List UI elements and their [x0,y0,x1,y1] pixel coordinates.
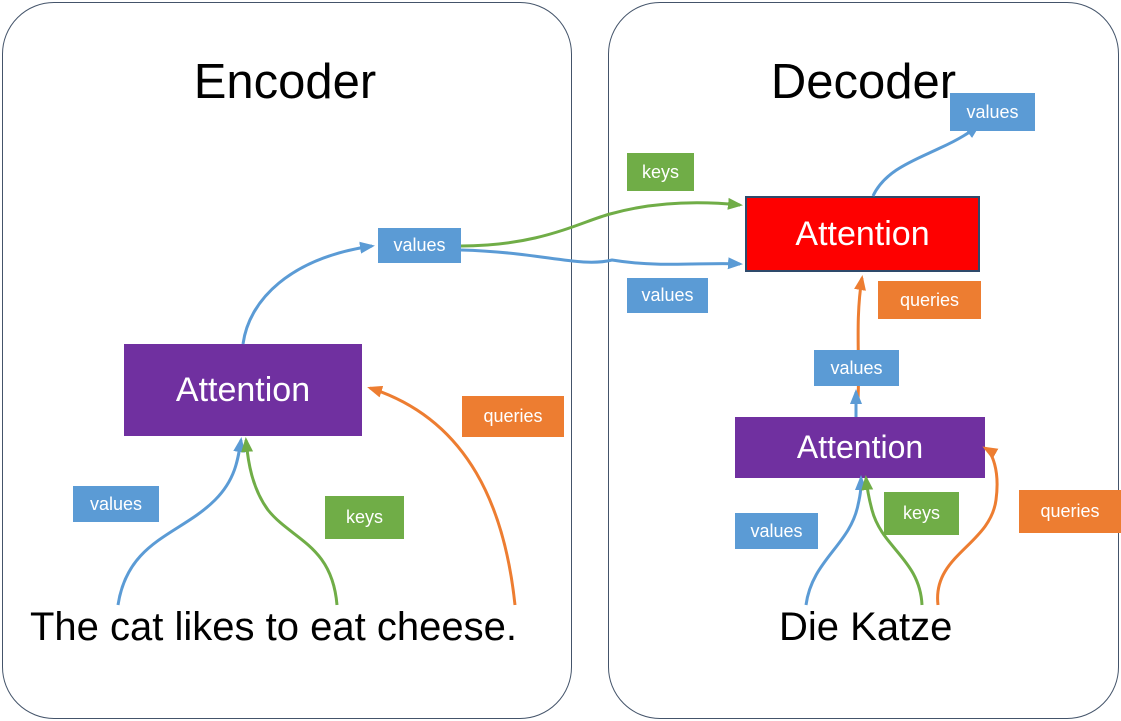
tag-label: values [966,101,1019,122]
encoder-title: Encoder [193,55,377,109]
decoder-target-sentence: Die Katze [779,605,953,649]
encoder-source-sentence: The cat likes to eat cheese. [30,605,517,649]
decoder-values-in-tag: values [735,513,818,549]
decoder-cross-attention-label: Attention [795,214,930,253]
tag-label: keys [641,161,679,182]
encoder-attention-block[interactable]: Attention [124,344,362,436]
decoder-values-top-tag: values [950,93,1035,131]
tag-label: queries [899,289,960,310]
encoder-queries-in-tag: queries [462,396,564,437]
decoder-self-attention-label: Attention [796,429,924,465]
tag-label: queries [483,406,543,426]
tag-label: queries [1040,501,1100,521]
decoder-queries-in-tag: queries [1019,490,1121,533]
decoder-cross-attention-block[interactable]: Attention [745,196,980,272]
tag-label: values [393,235,446,255]
decoder-self-attention-block[interactable]: Attention [735,417,985,478]
decoder-keys-in-tag: keys [884,492,959,535]
decoder-values-cross-tag: values [627,278,708,313]
decoder-values-mid-tag: values [814,350,899,386]
tag-label: keys [902,503,940,523]
encoder-keys-in-tag: keys [325,496,404,539]
encoder-panel [2,2,572,719]
tag-label: values [830,357,883,378]
tag-label: values [750,520,803,541]
decoder-title: Decoder [770,55,957,109]
encoder-attention-label: Attention [175,370,311,409]
tag-label: values [641,285,694,305]
encoder-values-out-tag: values [378,228,461,263]
tag-label: keys [345,507,383,527]
tag-label: values [89,493,143,514]
decoder-queries-cross-tag: queries [878,281,981,319]
encoder-values-in-tag: values [73,486,159,522]
decoder-panel [608,2,1119,719]
decoder-keys-cross-tag: keys [627,153,694,191]
